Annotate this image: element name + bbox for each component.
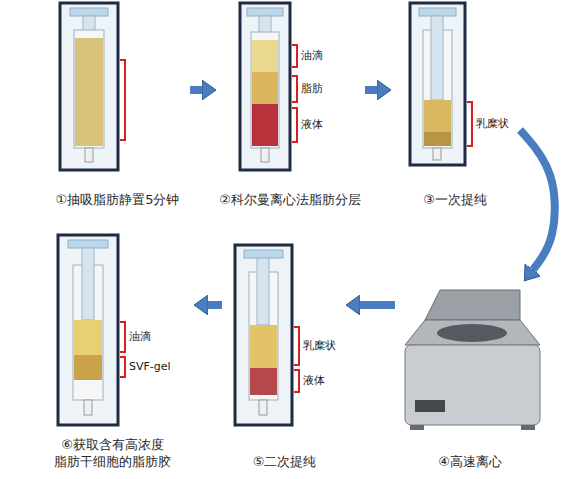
step-caption: ③一次提纯 <box>423 191 487 208</box>
oil-layer <box>252 40 278 72</box>
syringe-tip <box>433 148 441 160</box>
flow-arrow <box>520 130 555 270</box>
layer-label: 油滴 <box>128 329 152 345</box>
syringe-barrel <box>251 32 279 148</box>
liquid-layer <box>250 368 277 395</box>
chyle-layer <box>424 132 451 146</box>
syringe-plunger <box>431 16 443 100</box>
photo-frame <box>58 235 118 425</box>
layer-label: 脂肪 <box>300 81 324 97</box>
flow-arrow <box>360 301 395 309</box>
syringe-barrel <box>74 30 104 148</box>
centrifuge-foot <box>521 425 535 430</box>
centrifuge-rotor <box>437 324 507 342</box>
syringe-plunger <box>257 258 269 325</box>
red-bracket <box>120 357 125 377</box>
layer-label: 乳糜状 <box>302 338 337 354</box>
red-bracket <box>294 370 299 392</box>
syringe-tip <box>84 400 92 415</box>
syringe-photo <box>410 3 472 165</box>
syringe-photo <box>60 3 125 170</box>
chyle-layer <box>424 100 451 146</box>
syringe-photo <box>235 245 299 425</box>
step-caption: ④高速离心 <box>438 453 502 470</box>
syringe-tip <box>85 148 93 162</box>
photo-frame <box>60 3 118 170</box>
syringe-flange <box>244 250 283 258</box>
red-bracket <box>292 108 297 142</box>
syringe-flange <box>68 240 108 248</box>
flow-arrow <box>208 301 222 309</box>
step-panel: ②科尔曼离心法脂肪分层 <box>215 3 365 208</box>
syringe-flange <box>419 8 456 16</box>
step-panel: ④高速离心 <box>395 280 545 470</box>
step-panel: ③一次提纯 <box>390 3 520 208</box>
fat-layer <box>252 72 278 104</box>
red-bracket <box>292 76 297 102</box>
red-bracket <box>120 322 125 352</box>
photo-frame <box>235 245 292 425</box>
syringe-flange <box>70 8 108 16</box>
step-panel: ①抽吸脂肪静置5分钟 <box>45 3 190 208</box>
layer-label: 乳糜状 <box>475 116 510 132</box>
red-bracket <box>120 60 125 140</box>
layer-label: 液体 <box>300 117 324 133</box>
syringe-photo <box>240 3 297 170</box>
flow-arrow <box>365 86 377 94</box>
centrifuge-body <box>405 345 540 425</box>
syringe-plunger <box>82 248 94 320</box>
layer-label: SVF-gel <box>128 359 172 375</box>
red-bracket <box>467 102 472 146</box>
centrifuge-lid <box>425 290 520 320</box>
centrifuge-top <box>405 320 540 345</box>
fat-layer <box>75 38 103 146</box>
step-caption: ⑤二次提纯 <box>253 453 317 470</box>
gel-layer <box>74 355 102 380</box>
syringe-photo <box>58 235 125 425</box>
step-caption: ①抽吸脂肪静置5分钟 <box>56 191 180 208</box>
red-bracket <box>294 327 299 365</box>
layer-label: 液体 <box>302 373 326 389</box>
centrifuge-illustration <box>405 290 540 430</box>
photo-frame <box>410 3 465 165</box>
layer-label: 油滴 <box>300 48 324 64</box>
step-panel: ⑥获取含有高浓度 脂肪干细胞的脂肪胶 <box>30 238 195 470</box>
red-bracket <box>292 45 297 67</box>
step-caption: ⑥获取含有高浓度 脂肪干细胞的脂肪胶 <box>50 436 175 470</box>
liquid-layer <box>252 104 278 146</box>
centrifuge-foot <box>410 425 424 430</box>
step-panel: ⑤二次提纯 <box>222 238 347 470</box>
syringe-tip <box>259 400 267 415</box>
syringe-tip <box>261 148 269 162</box>
photo-frame <box>240 3 290 170</box>
control-panel <box>415 400 445 412</box>
syringe-flange <box>247 8 283 16</box>
step-caption: ②科尔曼离心法脂肪分层 <box>219 191 361 208</box>
chyle-layer <box>250 325 277 368</box>
flow-arrow <box>190 86 202 94</box>
oil-layer <box>74 320 102 355</box>
